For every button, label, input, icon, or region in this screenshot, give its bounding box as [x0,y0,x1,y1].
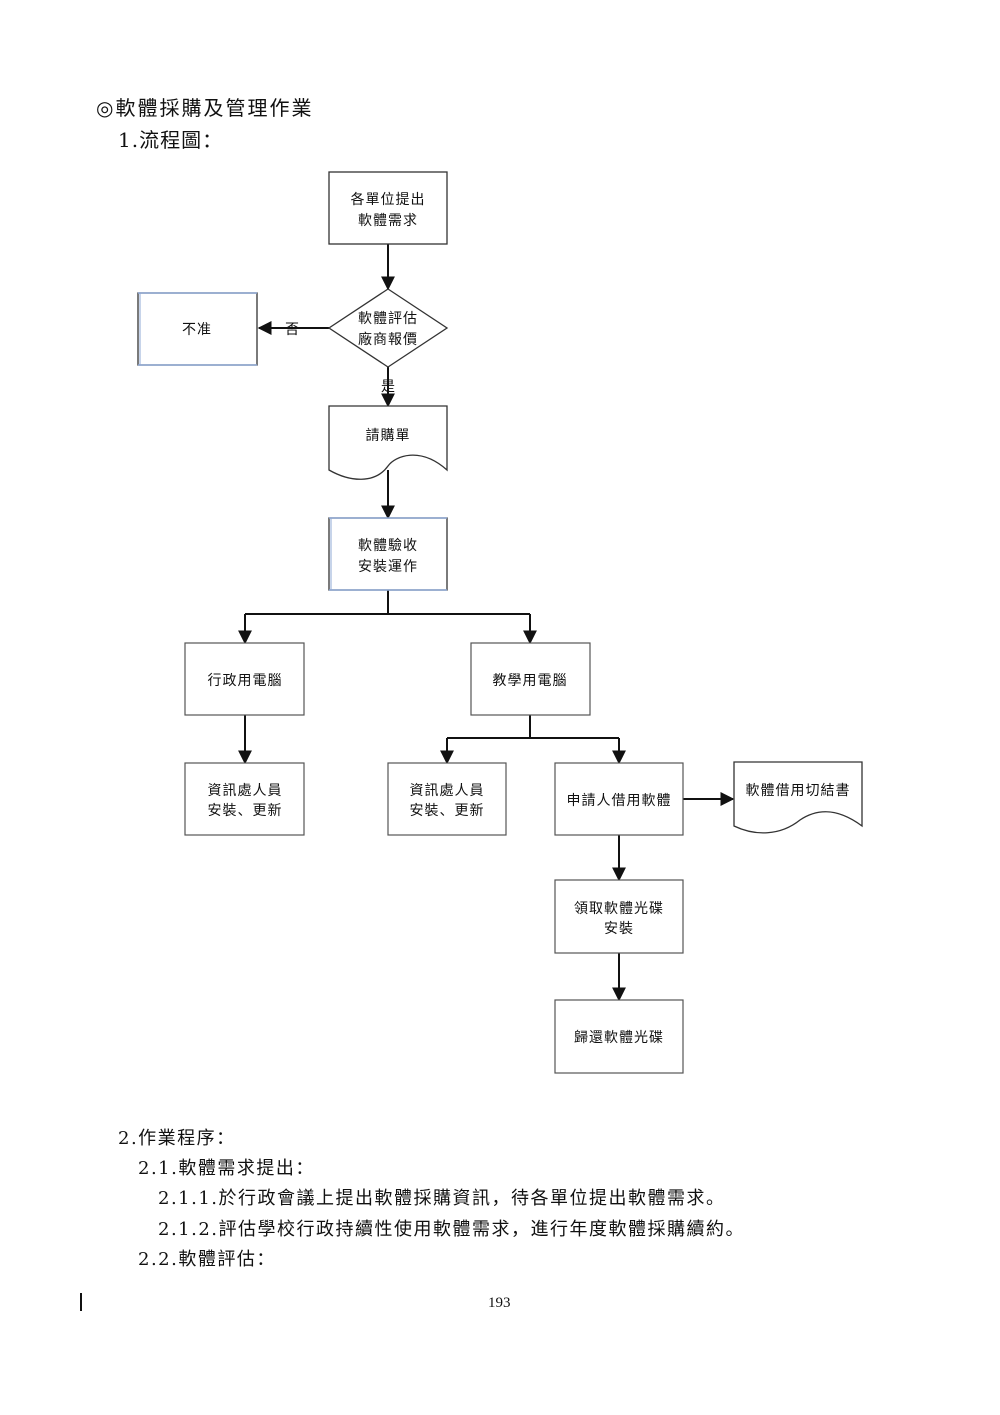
node-purchase-order [328,405,448,480]
label-evaluate-1: 軟體評估 [358,311,418,327]
label-request-2: 軟體需求 [358,213,418,229]
procedure-item: 2.1.1.於行政會議上提出軟體採購資訊，待各單位提出軟體需求。 [158,1188,726,1209]
label-it-admin-1: 資訊處人員 [208,783,283,799]
label-it-admin-2: 安裝、更新 [208,803,283,819]
label-it-teach-1: 資訊處人員 [410,783,485,799]
procedure-title: 2.作業程序： [118,1128,236,1149]
node-collect-disc [554,879,684,954]
procedure-item: 2.2.軟體評估： [138,1249,276,1270]
label-collect-1: 領取軟體光碟 [574,900,664,917]
revision-bar [80,1293,82,1311]
label-acceptance-2: 安裝運作 [358,559,418,575]
edge-label-yes: 是 [381,379,395,395]
label-return: 歸還軟體光碟 [574,1029,664,1046]
label-it-teach-2: 安裝、更新 [410,803,485,819]
procedure-item: 2.1.2.評估學校行政持續性使用軟體需求，進行年度軟體採購續約。 [158,1219,746,1240]
label-reject: 不准 [182,322,212,338]
node-acceptance [328,517,448,591]
node-borrow-form [733,761,863,834]
procedure-item: 2.1.軟體需求提出： [138,1158,315,1179]
node-teach-pc [470,642,591,716]
node-admin-pc [184,642,305,716]
node-it-install-admin [184,762,305,836]
label-borrow-form: 軟體借用切結書 [746,783,851,799]
label-teach-pc: 教學用電腦 [493,673,568,689]
edge-label-no: 否 [285,322,299,338]
label-borrow: 申請人借用軟體 [567,793,672,809]
flowchart: 各單位提出 軟體需求 軟體評估 廠商報價 不准 請購單 軟體驗收 安裝運作 行政… [137,171,863,1074]
node-request [328,171,448,245]
label-collect-2: 安裝 [604,921,634,937]
section-heading: ◎軟體採購及管理作業 [96,96,314,120]
node-return-disc [554,999,684,1074]
label-evaluate-2: 廠商報價 [358,331,418,348]
flowchart-subheading: 1.流程圖： [118,128,224,152]
label-purchase-order: 請購單 [366,428,411,444]
node-reject [137,292,258,366]
label-request-1: 各單位提出 [351,192,426,208]
label-admin-pc: 行政用電腦 [208,673,283,689]
page-number: 193 [488,1295,511,1311]
node-borrow [554,762,684,836]
label-acceptance-1: 軟體驗收 [358,538,418,554]
node-evaluate [327,288,449,368]
node-it-install-teach [387,762,507,836]
